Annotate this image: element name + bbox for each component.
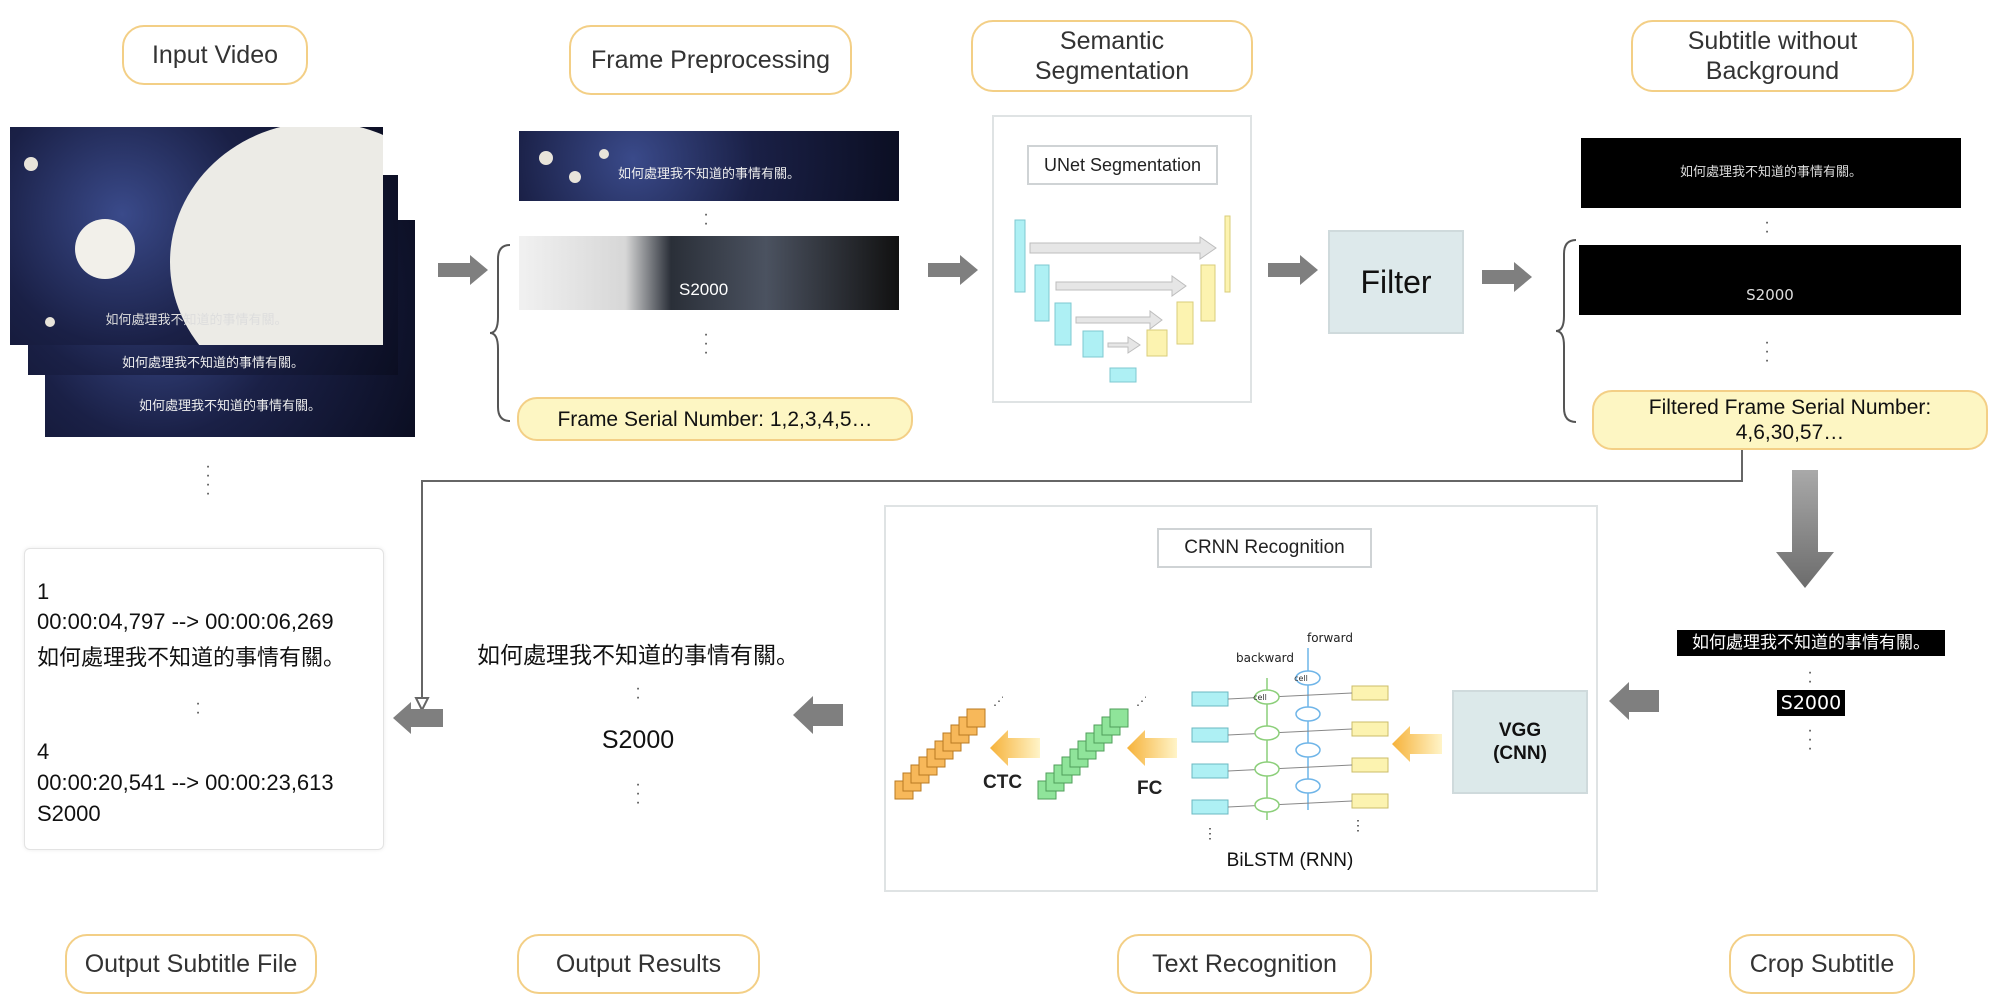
frame-serial-number: Frame Serial Number: 1,2,3,4,5… xyxy=(517,397,913,441)
subtitle-frame-2: S2000 xyxy=(1579,245,1961,315)
connector-line-to-output xyxy=(414,450,1743,713)
preprocessing-dots-1: ·· xyxy=(703,206,709,232)
result-line-1: 如何處理我不知道的事情有關。 xyxy=(477,643,799,669)
stage-crop-subtitle: Crop Subtitle xyxy=(1729,934,1915,994)
srt-entry2-text: S2000 xyxy=(37,801,101,826)
crnn-label: CRNN Recognition xyxy=(1157,528,1372,568)
stage-input-video: Input Video xyxy=(122,25,308,85)
arrow-crop-to-recognition xyxy=(1609,682,1659,720)
preprocessed-frame-2: S2000 xyxy=(519,236,899,310)
bilstm-diagram: cell cell forward backward ⋮ ⋮ xyxy=(1191,631,1389,841)
backward-label: backward xyxy=(1236,651,1294,665)
video-more-dots: ···· xyxy=(205,458,211,502)
svg-text:⋰: ⋰ xyxy=(993,695,1003,708)
stage-output-subtitle-file: Output Subtitle File xyxy=(65,934,317,994)
srt-dots: ·· xyxy=(195,695,201,721)
crop-dots-1: ·· xyxy=(1807,664,1813,690)
results-dots-1: ·· xyxy=(635,680,641,706)
unet-diagram xyxy=(1014,215,1231,383)
cell-label: cell xyxy=(1253,693,1267,702)
arrow-down-to-crop xyxy=(1776,470,1834,588)
preprocessing-dots-2: ··· xyxy=(703,326,709,361)
preprocessing-brace xyxy=(489,244,511,422)
stage-semantic-segmentation: Semantic Segmentation xyxy=(971,20,1253,92)
arrow-filter-to-subtitle xyxy=(1482,262,1532,292)
arrow-video-to-preprocessing xyxy=(438,255,488,285)
preprocessed-frame-caption: 如何處理我不知道的事情有關。 xyxy=(617,167,800,182)
cropped-subtitle-2: S2000 xyxy=(1777,690,1845,716)
vgg-cnn-box: VGG (CNN) xyxy=(1452,690,1588,794)
video-frame-front: 如何處理我不知道的事情有關。 xyxy=(10,127,383,345)
unet-label: UNet Segmentation xyxy=(1027,145,1218,185)
video-frame-caption: 如何處理我不知道的事情有關。 xyxy=(105,313,288,328)
srt-entry1-text: 如何處理我不知道的事情有關。 xyxy=(37,646,346,671)
frame-bubble xyxy=(539,151,553,165)
result-line-2: S2000 xyxy=(601,726,675,754)
cropped-subtitle-1: 如何處理我不知道的事情有關。 xyxy=(1677,630,1945,656)
bilstm-rows xyxy=(1191,648,1389,820)
subtitle-frame-1: 如何處理我不知道的事情有關。 xyxy=(1581,138,1961,208)
preprocessed-frame-2-text: S2000 xyxy=(679,280,729,299)
ctc-stack: ⋰ xyxy=(894,695,1003,800)
filter-box: Filter xyxy=(1328,230,1464,334)
crop-dots-2: ··· xyxy=(1807,722,1813,757)
frame-bubble xyxy=(599,149,609,159)
stage-text-recognition: Text Recognition xyxy=(1117,934,1372,994)
cell-label: cell xyxy=(1294,674,1308,683)
arrow-bilstm-to-fc xyxy=(1127,730,1177,766)
bilstm-dots: ⋮ xyxy=(1203,825,1217,841)
forward-label: forward xyxy=(1307,631,1353,645)
arrow-vgg-to-bilstm xyxy=(1392,726,1442,762)
ctc-label: CTC xyxy=(983,772,1023,793)
stage-frame-preprocessing: Frame Preprocessing xyxy=(569,25,852,95)
video-moon-small xyxy=(75,219,135,279)
arrow-results-to-file xyxy=(393,702,443,734)
vgg-cnn-label: VGG (CNN) xyxy=(1493,720,1547,764)
srt-entry1-index: 1 xyxy=(37,579,50,604)
fc-stack: ⋰ xyxy=(1037,695,1146,800)
preprocessed-frame-1: 如何處理我不知道的事情有關。 xyxy=(519,131,899,201)
subtitle-brace xyxy=(1555,239,1577,423)
subtitle-file-card: 1 00:00:04,797 --> 00:00:06,269 如何處理我不知道… xyxy=(24,548,384,850)
arrow-preprocessing-to-segmentation xyxy=(928,255,978,285)
srt-entry2-index: 4 xyxy=(37,739,50,764)
bilstm-dots: ⋮ xyxy=(1351,817,1365,833)
video-frame-caption: 如何處理我不知道的事情有關。 xyxy=(121,356,304,371)
results-dots-2: ··· xyxy=(635,776,641,811)
arrow-segmentation-to-filter xyxy=(1268,255,1318,285)
subtitle-dots-2: ··· xyxy=(1764,334,1770,369)
stage-subtitle-without-background: Subtitle without Background xyxy=(1631,20,1914,92)
bilstm-label: BiLSTM (RNN) xyxy=(1226,850,1354,871)
arrow-fc-to-ctc xyxy=(990,730,1040,766)
filtered-frame-serial-number: Filtered Frame Serial Number: 4,6,30,57… xyxy=(1592,390,1988,450)
video-bubble xyxy=(45,317,55,327)
stage-output-results: Output Results xyxy=(517,934,760,994)
frame-bubble xyxy=(569,171,581,183)
fc-label: FC xyxy=(1137,778,1163,799)
subtitle-dots-1: ·· xyxy=(1764,214,1770,240)
arrow-recognition-to-results xyxy=(793,696,843,734)
video-frame-caption: 如何處理我不知道的事情有關。 xyxy=(138,399,321,414)
video-bubble xyxy=(24,157,38,171)
svg-text:⋰: ⋰ xyxy=(1136,695,1146,708)
srt-entry1-time: 00:00:04,797 --> 00:00:06,269 xyxy=(37,609,334,634)
srt-entry2-time: 00:00:20,541 --> 00:00:23,613 xyxy=(37,770,334,795)
